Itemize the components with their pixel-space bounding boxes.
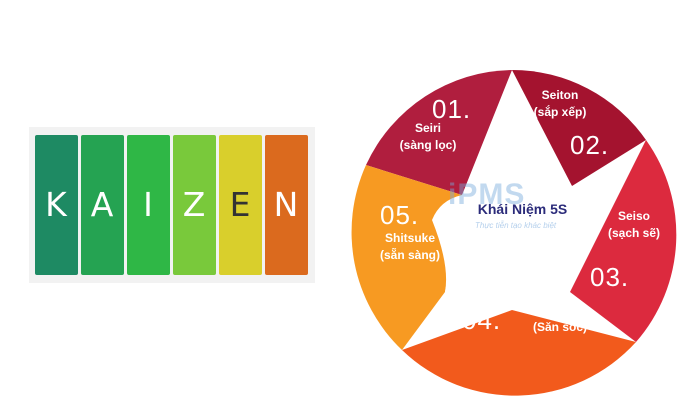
segment-seiketsu [402, 310, 636, 396]
step-number-02: 02. [570, 130, 610, 160]
step-label-seiton: Seiton (sắp xếp) [510, 87, 610, 121]
kaizen-banner: K A I Z E N [29, 127, 315, 283]
kaizen-letter-a: A [90, 185, 115, 224]
step-number-04: 04. [462, 305, 502, 335]
kaizen-letter-z: Z [182, 185, 207, 224]
step-label-shitsuke: Shitsuke (sẵn sàng) [365, 230, 455, 264]
five-s-ring [351, 69, 677, 396]
kaizen-letter-n: N [273, 185, 300, 224]
step-name: Seiri [414, 121, 441, 135]
step-meaning: (sắp xếp) [533, 105, 587, 119]
step-meaning: (Săn sóc) [532, 320, 587, 334]
segment-shitsuke [351, 165, 462, 350]
step-name: Seiton [541, 88, 579, 102]
step-name: Shitsuke [384, 231, 435, 245]
step-number-05: 05. [380, 200, 420, 230]
step-label-seiketsu: Seiketsu (Săn sóc) [515, 302, 605, 336]
step-meaning: (sẵn sàng) [379, 248, 440, 262]
five-s-diagram: iPMS Thực tiễn tạo khác biệt Khái Niệm 5… [350, 60, 685, 405]
step-meaning: (sạch sẽ) [607, 226, 661, 240]
kaizen-bar-5 [219, 135, 262, 275]
watermark-tagline: Thực tiễn tạo khác biệt [475, 221, 557, 230]
kaizen-bar-3 [127, 135, 170, 275]
step-meaning: (sàng lọc) [399, 138, 457, 152]
watermark-logo: iPMS [448, 178, 526, 211]
step-number-01: 01. [432, 94, 472, 124]
step-label-seiri: Seiri (sàng lọc) [388, 120, 468, 154]
kaizen-bar-2 [81, 135, 124, 275]
segment-seiri [366, 70, 512, 195]
center-star [432, 117, 595, 310]
kaizen-bar-1 [35, 135, 78, 275]
segment-seiso [570, 140, 677, 342]
kaizen-letter-e: E [229, 185, 252, 224]
kaizen-bar-4 [173, 135, 216, 275]
step-name: Seiketsu [535, 303, 585, 317]
step-label-seiso: Seiso (sạch sẽ) [594, 208, 674, 242]
step-number-03: 03. [590, 262, 630, 292]
kaizen-letter-k: K [45, 185, 68, 224]
five-s-title: Khái Niệm 5S [477, 201, 568, 217]
segment-seiton [512, 69, 646, 186]
step-name: Seiso [617, 209, 650, 223]
kaizen-letter-i: I [143, 185, 154, 224]
kaizen-bar-6 [265, 135, 308, 275]
